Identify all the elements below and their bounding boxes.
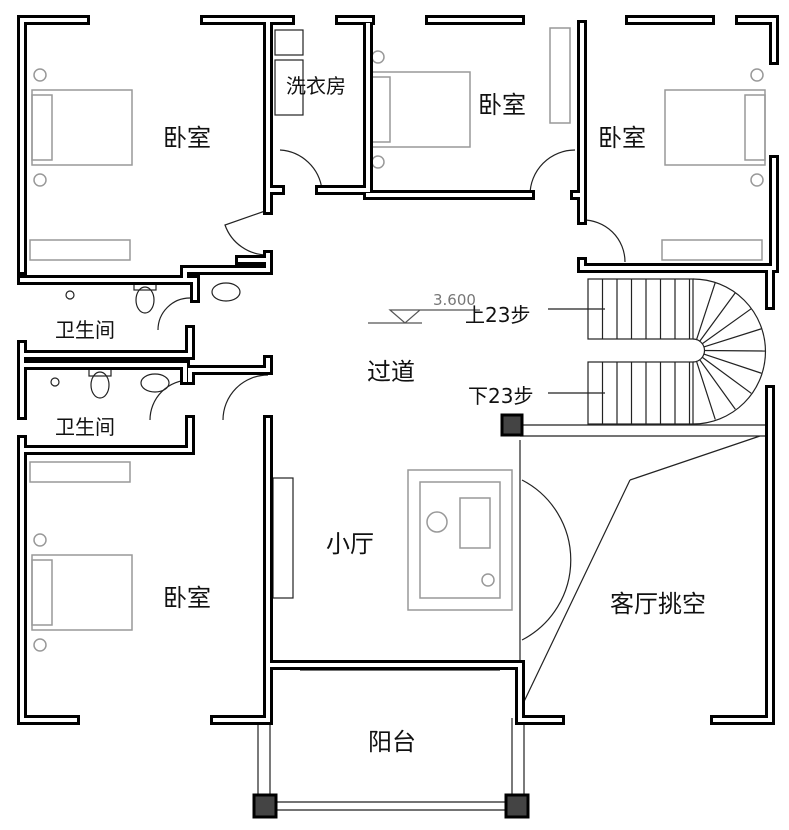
tv-cabinet-icon bbox=[272, 477, 294, 599]
bed-icon bbox=[664, 68, 766, 187]
washing-machine-icon bbox=[274, 29, 304, 116]
staircase bbox=[548, 278, 767, 425]
door-swing bbox=[581, 219, 626, 263]
door-swing bbox=[222, 374, 269, 421]
door-swing bbox=[529, 149, 576, 196]
wardrobe-icon bbox=[661, 239, 763, 261]
room-label-living-void: 客厅挑空 bbox=[610, 590, 706, 618]
room-label-small-hall: 小厅 bbox=[326, 530, 374, 558]
columns bbox=[252, 413, 530, 819]
elevation-mark: 3.600 bbox=[368, 291, 480, 324]
bed-icon bbox=[369, 50, 471, 169]
door-swing bbox=[157, 297, 191, 331]
elevation-text: 3.600 bbox=[433, 291, 476, 309]
wardrobe-icon bbox=[29, 461, 131, 483]
room-label-corridor: 过道 bbox=[367, 358, 415, 386]
bed-icon bbox=[31, 68, 133, 187]
wardrobe-icon bbox=[29, 239, 131, 261]
sofa-set-icon bbox=[407, 469, 513, 611]
room-label-balcony: 阳台 bbox=[368, 728, 416, 756]
door-swing bbox=[149, 379, 191, 421]
room-label-laundry: 洗衣房 bbox=[286, 74, 346, 98]
room-label-bathroom-1: 卫生间 bbox=[55, 318, 115, 342]
room-label-bedroom-top-right: 卧室 bbox=[598, 124, 646, 152]
door-swing bbox=[279, 149, 323, 191]
stairs-up-label: 上23步 bbox=[465, 303, 530, 327]
room-label-bedroom-top-mid: 卧室 bbox=[478, 91, 526, 119]
walls bbox=[17, 15, 779, 725]
stairs-down-label: 下23步 bbox=[468, 384, 533, 408]
room-label-bedroom-bottom-left: 卧室 bbox=[163, 584, 211, 612]
room-label-bedroom-top-left: 卧室 bbox=[163, 124, 211, 152]
fixtures-layer: 3.600 bbox=[29, 27, 767, 811]
room-label-bathroom-2: 卫生间 bbox=[55, 415, 115, 439]
door-swing bbox=[224, 209, 269, 256]
bed-icon bbox=[31, 533, 133, 652]
wardrobe-icon bbox=[549, 27, 571, 124]
